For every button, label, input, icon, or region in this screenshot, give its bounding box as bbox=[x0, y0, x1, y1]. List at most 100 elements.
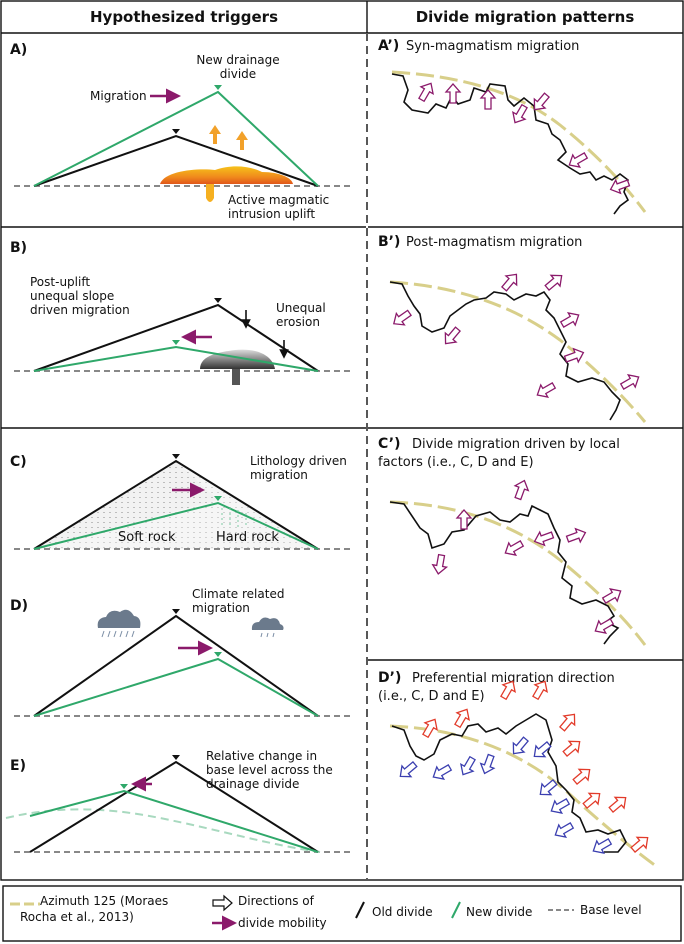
panel-d-prime-title-2: (i.e., C, D and E) bbox=[378, 689, 485, 704]
drainage-divide-trace bbox=[389, 501, 620, 645]
direction-arrow bbox=[395, 758, 421, 783]
old-divide-line bbox=[33, 614, 319, 717]
legend-azimuth-label-2: Rocha et al., 2013) bbox=[20, 910, 134, 924]
intrusion-conduit bbox=[232, 369, 240, 385]
panel-a-letter: A) bbox=[10, 42, 27, 58]
direction-arrow bbox=[430, 553, 450, 576]
legend-old-divide-swatch bbox=[355, 901, 365, 919]
old-divide-marker bbox=[214, 298, 222, 303]
direction-arrow bbox=[414, 79, 438, 104]
direction-arrow bbox=[529, 738, 555, 763]
direction-arrow bbox=[389, 306, 415, 331]
panel-d-letter: D) bbox=[10, 598, 28, 614]
direction-arrow bbox=[556, 709, 581, 735]
migration-label: Migration bbox=[90, 89, 147, 103]
azimuth-line bbox=[391, 70, 647, 213]
direction-arrow bbox=[618, 370, 643, 394]
magmatic-uplift-label-2: intrusion uplift bbox=[228, 207, 315, 221]
azimuth-line bbox=[389, 500, 647, 646]
panel-c-prime: C’) Divide migration driven by local fac… bbox=[378, 436, 647, 646]
new-divide-line bbox=[33, 657, 319, 717]
panel-c-prime-letter: C’) bbox=[378, 436, 401, 452]
direction-arrow bbox=[477, 752, 499, 777]
legend-directions-label-1: Directions of bbox=[238, 894, 315, 908]
lithology-label-1: Lithology driven bbox=[250, 454, 347, 468]
post-uplift-label-2: unequal slope bbox=[30, 289, 114, 303]
uplift-arrow bbox=[236, 131, 248, 150]
panel-d-prime-letter: D’) bbox=[378, 670, 401, 686]
hard-rock-label: Hard rock bbox=[216, 530, 279, 545]
red-direction-arrows bbox=[418, 677, 653, 856]
post-uplift-label-3: driven migration bbox=[30, 303, 130, 317]
legend-box bbox=[2, 885, 682, 942]
new-divide-line bbox=[33, 90, 319, 187]
new-base-level-curve bbox=[5, 808, 321, 853]
hard-rock-hatching bbox=[221, 508, 247, 528]
direction-arrow bbox=[579, 787, 605, 812]
panel-b-prime-title: Post-magmatism migration bbox=[406, 235, 582, 250]
soft-rock-body-2 bbox=[34, 461, 318, 549]
direction-arrow bbox=[559, 735, 585, 760]
legend-hollow-arrow-icon bbox=[212, 895, 233, 911]
direction-arrow bbox=[533, 378, 558, 402]
magmatic-intrusion bbox=[160, 166, 293, 184]
magma-conduit bbox=[206, 184, 214, 202]
base-level-change-label-1: Relative change in bbox=[206, 749, 317, 763]
old-divide-marker bbox=[172, 454, 180, 459]
panel-b-prime-letter: B’) bbox=[378, 234, 400, 250]
direction-arrow bbox=[558, 308, 583, 332]
direction-arrow bbox=[605, 791, 631, 816]
direction-arrow bbox=[510, 477, 532, 502]
panel-e-letter: E) bbox=[10, 758, 26, 774]
azimuth-line bbox=[389, 724, 657, 868]
legend-directions-label-2: divide mobility bbox=[238, 916, 327, 930]
old-divide-line bbox=[29, 760, 319, 853]
new-divide-line bbox=[33, 501, 319, 550]
direction-arrow bbox=[564, 525, 589, 547]
new-drainage-divide-label-2: divide bbox=[220, 67, 256, 81]
panel-a-prime: A’) Syn-magmatism migration bbox=[378, 38, 647, 215]
base-level-change-label-3: drainage divide bbox=[206, 777, 299, 791]
direction-arrow bbox=[429, 760, 454, 784]
header-hypothesized-triggers: Hypothesized triggers bbox=[90, 8, 278, 26]
new-divide-marker bbox=[214, 496, 222, 501]
direction-arrow bbox=[627, 831, 653, 856]
direction-arrow bbox=[569, 763, 595, 788]
climate-label-1: Climate related bbox=[192, 587, 284, 601]
new-divide-line bbox=[29, 789, 319, 853]
old-divide-marker bbox=[172, 755, 180, 760]
small-rain-cloud-icon bbox=[251, 617, 284, 638]
climate-label-2: migration bbox=[192, 601, 250, 615]
old-divide-marker bbox=[172, 609, 180, 614]
legend-base-level-label: Base level bbox=[580, 903, 642, 917]
rain-cloud-icon bbox=[97, 609, 141, 638]
direction-arrow bbox=[480, 89, 496, 110]
panel-c-prime-title-2: factors (i.e., C, D and E) bbox=[378, 455, 534, 470]
direction-arrow bbox=[551, 818, 576, 842]
panel-c-prime-title-1: Divide migration driven by local bbox=[412, 437, 620, 452]
direction-arrow bbox=[508, 102, 532, 127]
direction-arrow bbox=[589, 834, 614, 858]
new-divide-marker bbox=[172, 340, 180, 345]
panel-d: D) Climate related migration bbox=[10, 587, 350, 717]
panel-b-letter: B) bbox=[10, 240, 27, 256]
panel-a: A) Migration New drainage divide Active … bbox=[10, 42, 350, 221]
magmatic-uplift-label-1: Active magmatic bbox=[228, 193, 329, 207]
unequal-erosion-label-1: Unequal bbox=[276, 301, 326, 315]
drainage-divide-trace bbox=[389, 281, 621, 421]
blue-direction-arrows bbox=[395, 733, 614, 858]
direction-arrows bbox=[430, 477, 625, 638]
new-divide-marker bbox=[214, 85, 222, 90]
direction-arrow bbox=[498, 269, 523, 295]
panel-c-letter: C) bbox=[10, 454, 27, 470]
azimuth-line bbox=[389, 280, 647, 423]
panel-c: C) Lithology driven migration Soft rock … bbox=[10, 454, 350, 550]
direction-arrow bbox=[501, 536, 526, 560]
new-divide-line bbox=[33, 345, 319, 372]
drainage-divide-trace bbox=[391, 713, 627, 853]
direction-arrow bbox=[535, 776, 561, 801]
legend-old-divide-label: Old divide bbox=[372, 905, 433, 919]
new-divide-marker bbox=[120, 784, 128, 789]
soft-rock-label: Soft rock bbox=[118, 530, 176, 545]
